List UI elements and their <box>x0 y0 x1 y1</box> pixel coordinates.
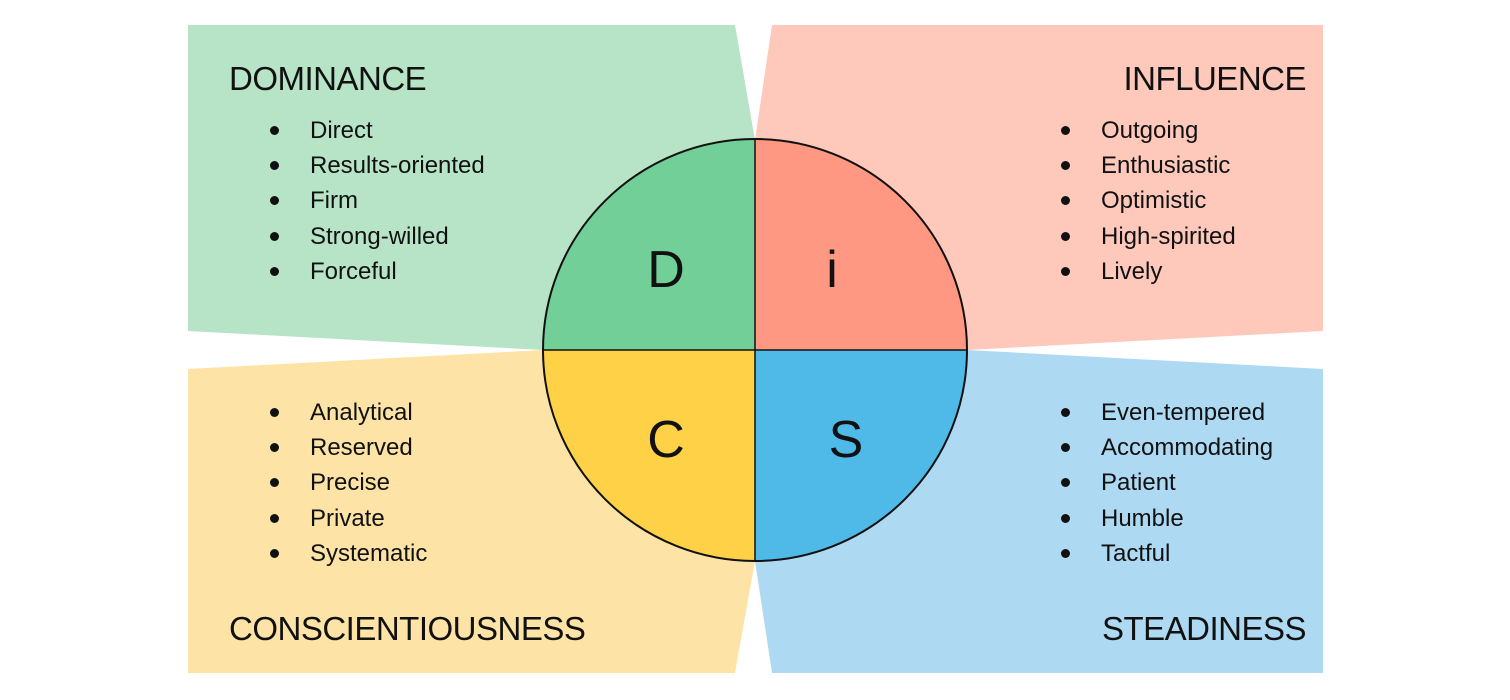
list-item: Analytical <box>270 395 427 430</box>
list-item: Tactful <box>1061 536 1273 571</box>
list-item: Private <box>270 501 427 536</box>
list-item: High-spirited <box>1061 219 1236 254</box>
list-item: Humble <box>1061 501 1273 536</box>
d-letter: D <box>647 241 685 299</box>
list-item: Firm <box>270 183 485 218</box>
dominance-title: DOMINANCE <box>229 60 427 97</box>
s-letter: S <box>828 411 864 469</box>
list-item: Outgoing <box>1061 113 1236 148</box>
list-item: Precise <box>270 465 427 500</box>
list-item: Reserved <box>270 430 427 465</box>
list-item: Systematic <box>270 536 427 571</box>
list-item: Enthusiastic <box>1061 148 1236 183</box>
list-item: Accommodating <box>1061 430 1273 465</box>
steadiness-title: STEADINESS <box>1101 610 1307 647</box>
conscientiousness-traits: Analytical Reserved Precise Private Syst… <box>270 395 427 571</box>
list-item: Patient <box>1061 465 1273 500</box>
list-item: Forceful <box>270 254 485 289</box>
influence-traits: Outgoing Enthusiastic Optimistic High-sp… <box>1061 113 1236 289</box>
influence-title: INFLUENCE <box>1123 60 1306 97</box>
dominance-traits: Direct Results-oriented Firm Strong-will… <box>270 113 485 289</box>
list-item: Optimistic <box>1061 183 1236 218</box>
list-item: Strong-willed <box>270 219 485 254</box>
d-quadrant <box>543 139 755 350</box>
s-quadrant <box>755 350 967 561</box>
c-quadrant <box>543 350 755 561</box>
i-letter: i <box>826 241 838 299</box>
list-item: Lively <box>1061 254 1236 289</box>
conscientiousness-title: CONSCIENTIOUSNESS <box>229 610 586 647</box>
steadiness-traits: Even-tempered Accommodating Patient Humb… <box>1061 395 1273 571</box>
list-item: Results-oriented <box>270 148 485 183</box>
i-quadrant <box>755 139 967 350</box>
list-item: Direct <box>270 113 485 148</box>
c-letter: C <box>647 411 685 469</box>
list-item: Even-tempered <box>1061 395 1273 430</box>
